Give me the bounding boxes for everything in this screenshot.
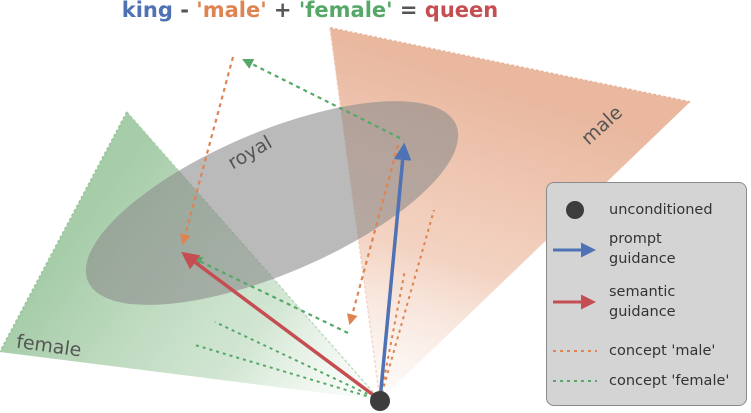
legend-prompt-guidance-label: prompt guidance [609, 231, 676, 267]
equation-title: king - 'male' + 'female' = queen [0, 0, 620, 22]
unconditioned-point [370, 391, 390, 411]
semantic-guidance-arrow [181, 251, 382, 402]
title-minus: - [172, 0, 197, 22]
title-plus: + [266, 0, 299, 22]
royal-region [85, 101, 459, 305]
title-equals: = [392, 0, 425, 22]
title-queen: queen [424, 0, 499, 22]
male-concept-arrow [346, 144, 400, 326]
male-concept-ray [379, 269, 406, 401]
legend: unconditioned prompt guidance semantic g… [546, 182, 747, 406]
legend-unconditioned-marker [566, 201, 584, 219]
legend-semantic-guidance-label: semantic guidance [609, 284, 676, 320]
legend-unconditioned-label: unconditioned [609, 202, 713, 218]
male-concept-ray [379, 209, 435, 401]
legend-concept-female-label: concept 'female' [609, 373, 730, 389]
female-concept-ray [214, 321, 381, 401]
title-male: 'male' [196, 0, 267, 22]
female-region-edge [0, 111, 128, 353]
title-king: king [121, 0, 173, 22]
male-region-edge [329, 27, 691, 103]
female-concept-arrow [242, 59, 401, 139]
title-female: 'female' [298, 0, 393, 22]
prompt-guidance-arrow [378, 142, 412, 401]
legend-concept-male-label: concept 'male' [609, 343, 716, 359]
male-concept-arrow [179, 56, 235, 246]
legend-symbols [553, 201, 597, 382]
